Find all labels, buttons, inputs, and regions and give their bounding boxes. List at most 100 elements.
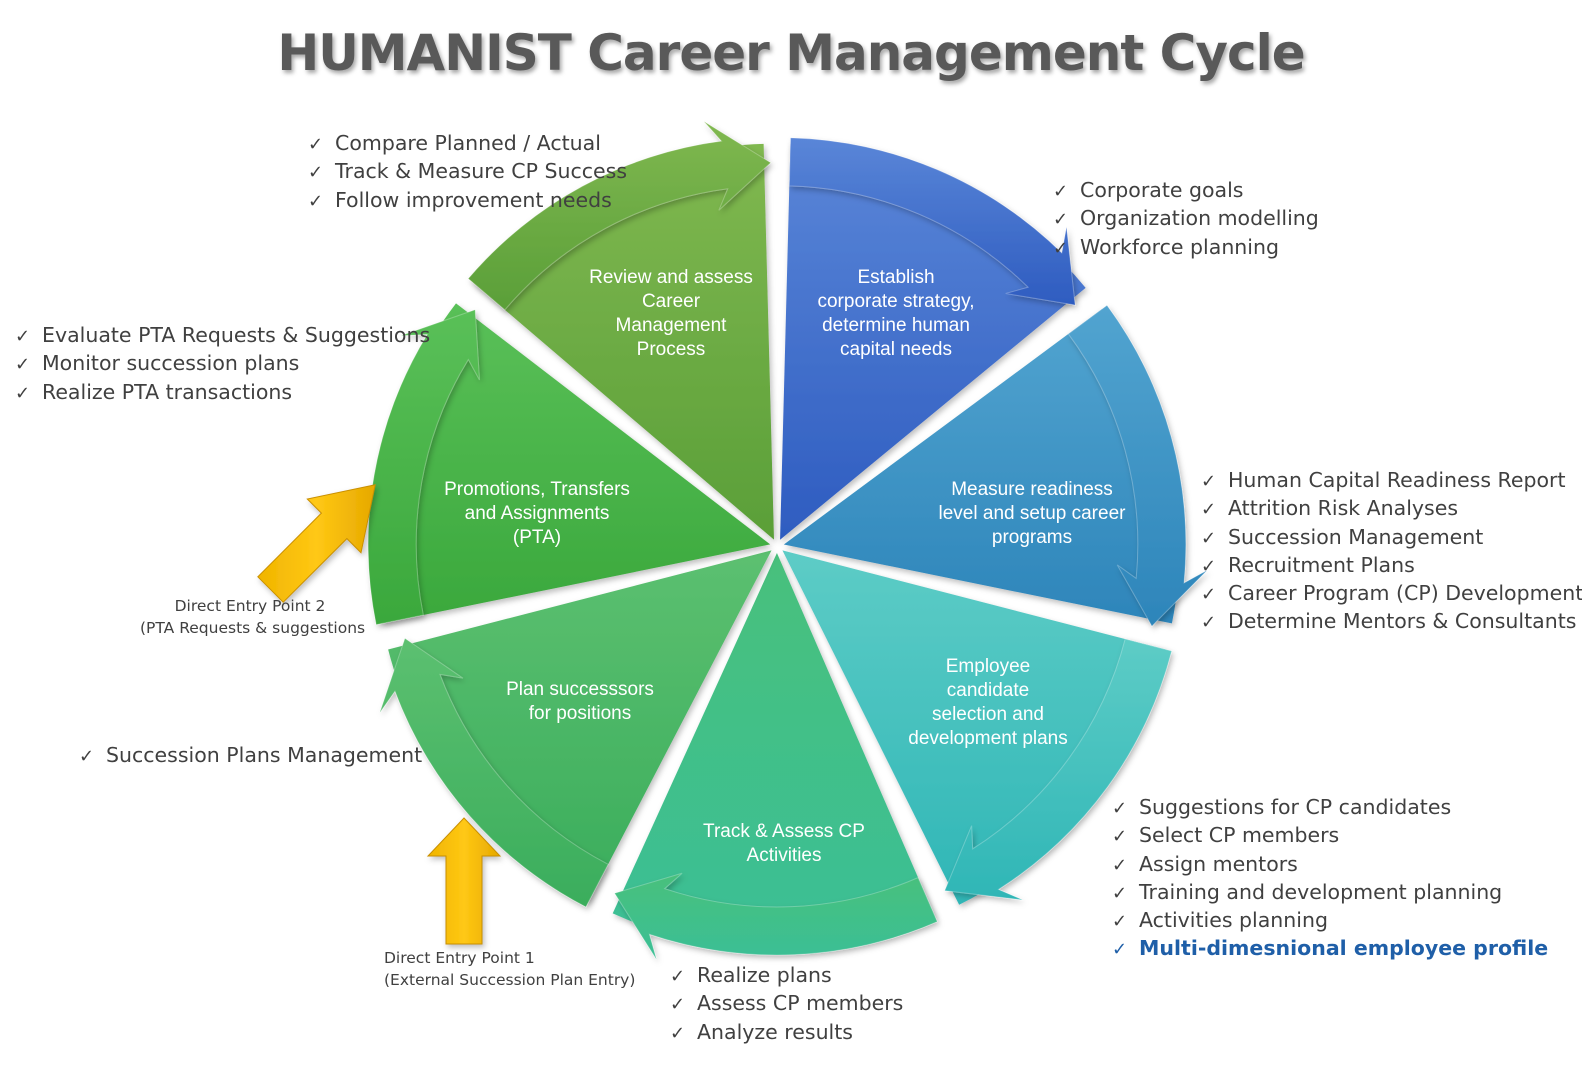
checklist-item: ✓ Training and development planning	[1112, 879, 1548, 907]
entry-point-1-title: Direct Entry Point 1	[384, 949, 535, 967]
checklist-item: ✓Follow improvement needs	[308, 187, 627, 215]
checklist-item: ✓Succession Management	[1201, 524, 1582, 552]
checklist-item-text: Assign mentors	[1139, 851, 1298, 876]
segment-review-line: Management	[615, 315, 727, 336]
checklist-item-text: Succession Management	[1228, 524, 1484, 549]
checklist-item: ✓Assess CP members	[670, 990, 903, 1018]
checklist-item-text: Track & Measure CP Success	[335, 159, 628, 184]
entry-point-1-label: Direct Entry Point 1 (External Successio…	[384, 947, 635, 991]
checklist-item: ✓Monitor succession plans	[15, 350, 430, 378]
checklist-pta: ✓Evaluate PTA Requests & Suggestions✓Mon…	[15, 322, 430, 407]
checklist-item: ✓Career Program (CP) Development	[1201, 580, 1582, 608]
check-icon: ✓	[670, 994, 686, 1016]
segment-pta	[374, 303, 771, 624]
arrow-band-measure	[1067, 304, 1208, 627]
checklist-item-text: Realize PTA transactions	[42, 379, 293, 404]
check-icon: ✓	[1053, 237, 1069, 259]
entry-point-2-subtitle: (PTA Requests & suggestions	[140, 619, 366, 637]
check-icon: ✓	[1201, 471, 1217, 492]
checklist-item: ✓ Determine Mentors & Consultants	[1201, 608, 1582, 636]
check-icon: ✓	[1201, 499, 1217, 521]
checklist-item-text: Analyze results	[697, 1019, 853, 1044]
check-icon: ✓	[308, 162, 324, 184]
segment-review-line: Career	[641, 291, 701, 312]
entry-point-2-label: Direct Entry Point 2 (PTA Requests & sug…	[140, 595, 366, 639]
segment-pta-line: and Assignments	[464, 503, 610, 524]
arrow-band-review	[467, 121, 772, 311]
checklist-item: ✓ Human Capital Readiness Report	[1201, 467, 1582, 495]
segment-employee-line: Employee	[945, 656, 1031, 677]
segment-establish-line: corporate strategy,	[817, 291, 975, 312]
checklist-item-highlight: ✓ Multi-dimesnional employee profile	[1112, 935, 1548, 963]
entry-point-1-subtitle: (External Succession Plan Entry)	[384, 971, 636, 989]
checklist-item: ✓ Assign mentors	[1112, 851, 1548, 879]
check-icon: ✓	[1053, 209, 1069, 231]
check-icon: ✓	[308, 134, 324, 155]
checklist-item: ✓ Realize PTA transactions	[15, 379, 430, 407]
checklist-item-text: Multi-dimesnional employee profile	[1139, 936, 1549, 961]
checklist-track: ✓Realize plans✓Assess CP members✓Analyze…	[670, 962, 903, 1047]
segment-label-employee: Employee candidate selection and developmen…	[888, 655, 1088, 751]
check-icon: ✓	[1201, 612, 1217, 634]
check-icon: ✓	[670, 1022, 686, 1044]
arrow-band-employee	[944, 638, 1173, 901]
check-icon: ✓	[1112, 882, 1128, 904]
segment-establish-line: capital needs	[840, 339, 952, 360]
arrow-band-pta	[367, 309, 480, 626]
checklist-item-text: Determine Mentors & Consultants	[1228, 609, 1577, 634]
segment-establish-line: determine human	[822, 315, 970, 336]
checklist-item-text: Suggestions for CP candidates	[1139, 795, 1452, 819]
checklist-plan: ✓Succession Plans Management	[79, 742, 422, 770]
checklist-item: ✓Organization modelling	[1053, 205, 1319, 233]
cycle-segments	[367, 121, 1208, 960]
checklist-item-text: Activities planning	[1139, 908, 1328, 933]
check-icon: ✓	[1112, 854, 1128, 876]
checklist-item: ✓ Select CP members	[1112, 822, 1548, 850]
segment-employee-line: selection and	[932, 704, 1044, 725]
checklist-item: ✓Activities planning	[1112, 907, 1548, 935]
checklist-item: ✓ Suggestions for CP candidates	[1112, 794, 1548, 822]
checklist-item-text: Career Program (CP) Development	[1228, 581, 1582, 606]
checklist-item-text: Succession Plans Management	[106, 743, 423, 767]
check-icon: ✓	[1112, 798, 1128, 819]
segment-establish-line: Establish	[857, 267, 935, 288]
checklist-establish: ✓Corporate goals✓Organization modelling✓…	[1053, 177, 1319, 262]
check-icon: ✓	[15, 354, 31, 376]
arrow-band-establish	[788, 137, 1076, 306]
check-icon: ✓	[1053, 181, 1069, 202]
checklist-item: ✓ Analyze results	[670, 1019, 903, 1047]
segment-employee-line: candidate	[946, 680, 1030, 701]
segment-review-line: Review and assess	[589, 267, 753, 288]
checklist-item-text: Attrition Risk Analyses	[1228, 496, 1459, 521]
checklist-item-text: Realize plans	[697, 963, 832, 987]
segment-pta-line: Promotions, Transfers	[444, 479, 630, 500]
entry-point-2-title: Direct Entry Point 2	[174, 597, 326, 615]
check-icon: ✓	[670, 966, 686, 987]
checklist-review: ✓ Compare Planned / Actual ✓ Track & Measur…	[308, 130, 627, 215]
checklist-item: ✓ Realize plans	[670, 962, 903, 990]
checklist-item-text: Recruitment Plans	[1228, 552, 1415, 577]
checklist-item-text: Compare Planned / Actual	[335, 131, 601, 155]
checklist-item: ✓Workforce planning	[1053, 234, 1319, 262]
arrow-band-plan	[379, 637, 609, 908]
entry-point-1-arrow-icon	[426, 817, 502, 945]
arrow-band-track	[613, 872, 938, 960]
check-icon: ✓	[15, 382, 31, 404]
checklist-item: ✓Succession Plans Management	[79, 742, 422, 770]
checklist-measure: ✓ Human Capital Readiness Report ✓ Attritio…	[1201, 467, 1582, 637]
checklist-item: ✓ Attrition Risk Analyses	[1201, 495, 1582, 523]
check-icon: ✓	[1112, 826, 1128, 848]
checklist-item-text: Human Capital Readiness Report	[1228, 468, 1566, 492]
segment-measure-line: Measure readiness	[951, 479, 1113, 500]
checklist-item-text: Training and development planning	[1139, 879, 1503, 904]
segment-employee-line: development plans	[908, 728, 1068, 749]
check-icon: ✓	[1112, 939, 1128, 961]
segment-review-line: Process	[636, 339, 706, 360]
checklist-item-text: Select CP members	[1139, 823, 1340, 848]
checklist-item: ✓Corporate goals	[1053, 177, 1319, 205]
segment-track-line: Track & Assess CP	[703, 821, 865, 842]
